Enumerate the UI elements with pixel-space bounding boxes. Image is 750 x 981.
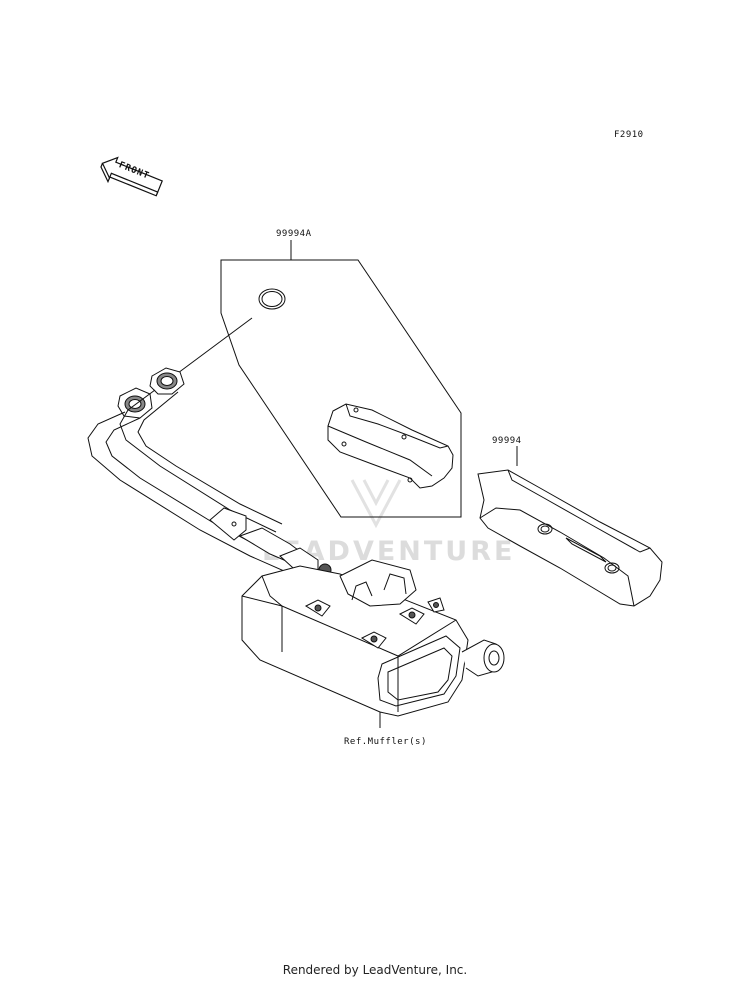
watermark-logo [352,480,400,525]
part-number-99994[interactable]: 99994 [492,436,522,446]
heat-cover-small [328,404,453,488]
figure-code: F2910 [614,130,644,140]
footer-credit: Rendered by LeadVenture, Inc. [282,963,468,977]
exhaust-flanges [118,368,184,418]
heat-cover-large [478,446,662,606]
part-number-99994a[interactable]: 99994A [276,229,312,239]
reference-label: Ref.Muffler(s) [344,737,427,747]
muffler [242,560,504,728]
front-arrow-icon [97,153,164,200]
kit-99994a-bracket [178,240,461,517]
header-pipes [88,390,331,584]
gasket-ring [259,289,285,309]
